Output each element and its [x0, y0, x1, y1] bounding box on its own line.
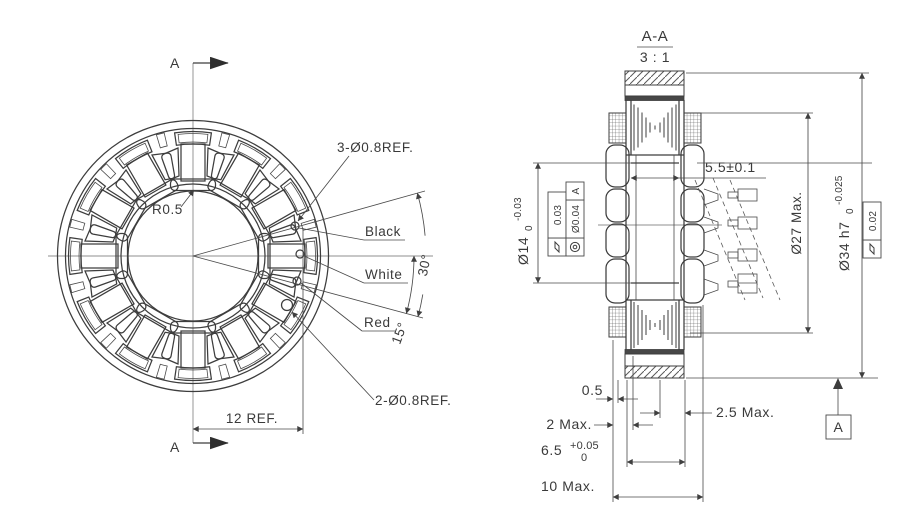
datum-a: A: [825, 378, 852, 440]
front-view: 30° 15° 3-Ø0.8REF. Black White Red 2-Ø0.…: [48, 55, 452, 455]
dim-flange-label: 2 Max.: [546, 416, 592, 432]
core-section: [624, 70, 685, 379]
holes3-label: 3-Ø0.8REF.: [337, 140, 414, 155]
angle-15-label: 15°: [389, 320, 411, 346]
wire-black-label: Black: [365, 224, 401, 239]
coil-sections: [608, 112, 702, 338]
radius-callout: R0.5: [152, 189, 195, 217]
dim-outer-main: Ø34 h7: [836, 221, 852, 271]
dim-stack: 6.5 +0.05 0: [541, 440, 686, 465]
section-letter-bottom: A: [170, 439, 180, 455]
dim-winding-label: Ø27 Max.: [789, 191, 804, 254]
dim-outer-tol-bottom: 0: [845, 208, 856, 214]
dim-overall: 10 Max.: [541, 478, 704, 500]
dim-bore-main: Ø14: [515, 237, 531, 265]
gdt-concentricity-value: Ø0.04: [571, 205, 582, 233]
dim-outer-tol-top: -0.025: [834, 175, 845, 205]
datum-triangle: [833, 378, 843, 389]
dim-tooth-label: 5.5±0.1: [705, 159, 756, 175]
dim-lip: 0.5: [582, 382, 638, 402]
section-letter-top: A: [170, 55, 180, 71]
section-title-text: A-A: [642, 28, 669, 45]
wire-white-label: White: [365, 267, 403, 282]
pitch-label: 12 REF.: [226, 411, 278, 426]
section-marker-bottom: A: [170, 436, 229, 455]
radius-label: R0.5: [152, 202, 183, 217]
dim-winding-od: Ø27 Max.: [690, 112, 872, 334]
concentricity-icon: [569, 241, 581, 253]
dim-stack-main: 6.5: [541, 442, 562, 458]
gdt-bore-frames: 0.03 Ø0.04 A: [547, 181, 585, 257]
gdt-concentricity-datum: A: [571, 187, 582, 194]
section-view: A-A 3 : 1: [513, 28, 882, 502]
stator-lamination: [56, 119, 330, 393]
datum-label: A: [834, 419, 844, 435]
dim-pin-offset: 2.5 Max.: [640, 404, 775, 420]
dim-overall-label: 10 Max.: [541, 478, 595, 494]
dim-pin-label: 2.5 Max.: [716, 404, 775, 420]
section-pins: [694, 177, 781, 301]
dim-flange: 2 Max.: [546, 416, 653, 432]
angle-30-label: 30°: [415, 253, 434, 278]
section-marker-top: A: [170, 55, 229, 71]
dim-outer-od: Ø34 h7 0 -0.025 0.02: [686, 72, 882, 379]
dim-stack-tol-bottom: 0: [581, 452, 587, 464]
wire-callouts: Black White Red: [298, 224, 408, 332]
pitch-dimension: 12 REF.: [192, 228, 304, 434]
phantom-lines: [694, 177, 781, 301]
flatness-icon: [869, 242, 875, 256]
section-scale-text: 3 : 1: [640, 49, 670, 65]
winding-symbol-top: [633, 104, 677, 151]
section-title: A-A 3 : 1: [637, 28, 673, 65]
holes2-label: 2-Ø0.8REF.: [375, 393, 452, 408]
gdt-flatness-bore-value: 0.03: [553, 205, 564, 226]
mount-hole: [280, 298, 294, 312]
wire-red-label: Red: [364, 315, 391, 330]
winding-symbol-bottom: [633, 302, 677, 348]
dim-tooth-width: 5.5±0.1: [630, 159, 766, 181]
angle-dimension-30: 30°: [415, 192, 434, 317]
dim-stack-tol-top: +0.05: [570, 440, 599, 452]
flatness-icon: [554, 240, 560, 254]
dim-bore-tol-bottom: 0: [524, 225, 535, 231]
gdt-flatness-outer-value: 0.02: [868, 211, 879, 232]
angle-dimension-15: 15°: [389, 255, 417, 346]
coil-lobes: [605, 144, 705, 304]
dim-lip-label: 0.5: [582, 382, 603, 398]
centerlines: [48, 63, 433, 443]
dim-bore: Ø14 0 -0.03: [513, 162, 631, 284]
dim-bore-tol-top: -0.03: [513, 197, 524, 221]
hole-callout-2x: 2-Ø0.8REF.: [291, 311, 452, 408]
hole-callout-3x: 3-Ø0.8REF.: [297, 140, 414, 222]
terminal-pins: [280, 221, 305, 312]
angle-lines: [192, 190, 426, 319]
